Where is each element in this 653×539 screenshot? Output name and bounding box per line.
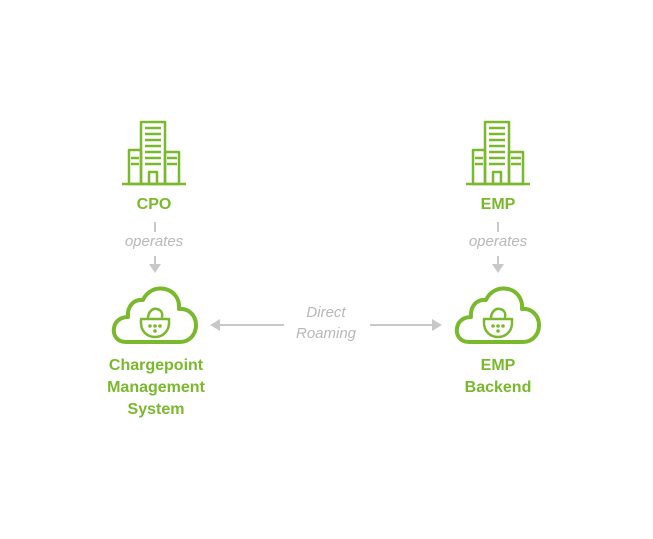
cpms-label-line-1: Chargepoint [108, 357, 204, 374]
roaming-label-line-1: Direct [306, 304, 346, 321]
cpms-label-line-2: Management [107, 379, 205, 396]
roaming-arrow-left [210, 319, 284, 331]
emp-operates-arrow [492, 222, 504, 273]
roaming-label-line-2: Roaming [295, 325, 357, 342]
roaming-label: Direct Roaming [276, 302, 376, 344]
emp-backend-label-line-2: Backend [464, 379, 532, 396]
emp-label: EMP [480, 196, 516, 213]
cpo-label: CPO [136, 196, 172, 213]
emp-backend-label: EMP Backend [438, 355, 558, 399]
cpo-operates-label: operates [124, 233, 184, 250]
cpms-label-line-3: System [127, 401, 185, 418]
emp-operates-label: operates [468, 233, 528, 250]
cloud-charger-icon [111, 286, 198, 344]
cpms-label: Chargepoint Management System [84, 355, 228, 421]
roaming-arrow-right [370, 319, 442, 331]
cloud-charger-icon [454, 286, 541, 344]
building-icon [122, 120, 186, 186]
emp-backend-label-line-1: EMP [480, 357, 516, 374]
cpo-operates-arrow [149, 222, 161, 273]
building-icon [466, 120, 530, 186]
